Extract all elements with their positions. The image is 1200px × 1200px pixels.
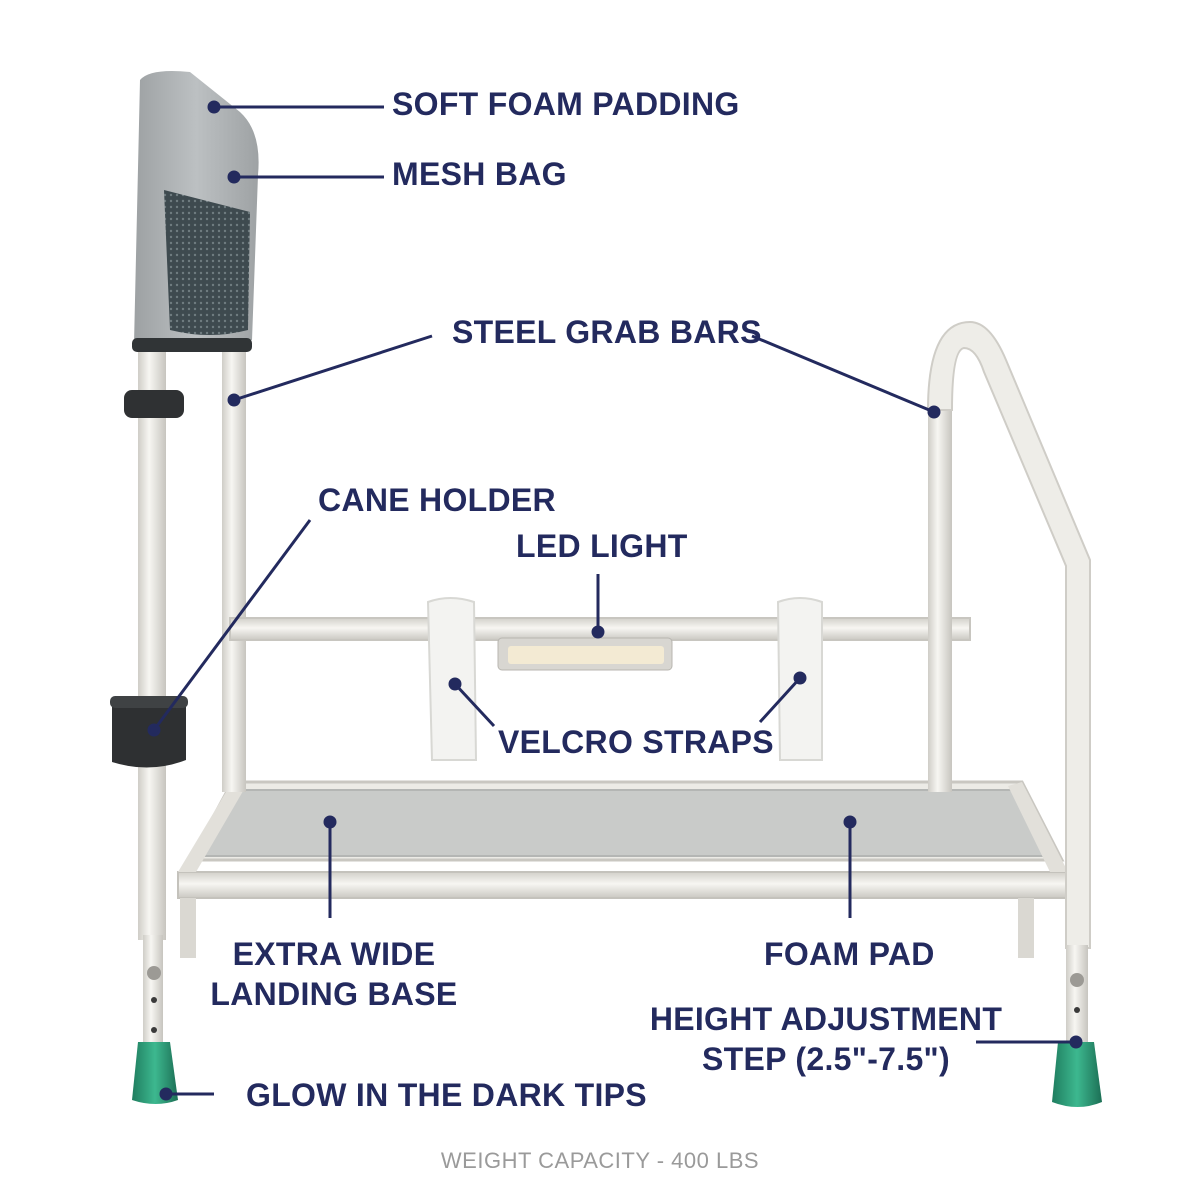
label-extra-wide-landing-base: EXTRA WIDE LANDING BASE: [194, 934, 474, 1014]
dot-velcro-right: [793, 671, 807, 685]
label-soft-foam-padding: SOFT FOAM PADDING: [392, 86, 740, 122]
upper-clip: [124, 390, 184, 418]
left-grab-pole: [222, 330, 246, 792]
dot-velcro-left: [448, 677, 462, 691]
dot-grab-left: [227, 393, 241, 407]
dot-led: [591, 625, 605, 639]
dot-soft-foam: [207, 100, 221, 114]
left-adjust-hole-1: [151, 997, 157, 1003]
right-adjust-bolt: [1070, 973, 1084, 987]
left-adjust-bolt: [147, 966, 161, 980]
label-height-line2: STEP (2.5"-7.5"): [702, 1041, 950, 1077]
leader-cane: [152, 519, 312, 731]
cane-holder-cup: [112, 702, 186, 768]
label-mesh-bag: MESH BAG: [392, 156, 567, 192]
base-left-strut: [178, 782, 246, 872]
weight-capacity-footer: WEIGHT CAPACITY - 400 LBS: [440, 1148, 760, 1173]
label-foam-pad: FOAM PAD: [764, 936, 935, 972]
label-steel-grab-bars: STEEL GRAB BARS: [452, 314, 762, 350]
label-led-light: LED LIGHT: [516, 528, 688, 564]
dot-foam-pad: [843, 815, 857, 829]
dot-grab-right: [927, 405, 941, 419]
label-height-line1: HEIGHT ADJUSTMENT: [649, 1001, 1003, 1037]
dot-height: [1069, 1035, 1083, 1049]
base-front-rail: [177, 871, 1069, 899]
base-rear-left-post: [180, 898, 196, 958]
dot-mesh-bag: [227, 170, 241, 184]
base-rear-right-post: [1018, 898, 1034, 958]
leader-velcro-left: [453, 682, 496, 728]
callout-lines: [147, 100, 1083, 1101]
leader-grab-right: [751, 334, 935, 414]
label-velcro-straps: VELCRO STRAPS: [498, 724, 774, 760]
label-extra-wide-line2: LANDING BASE: [210, 976, 458, 1012]
left-leg-extension: [143, 935, 163, 1045]
dot-extra-wide: [323, 815, 337, 829]
label-glow-in-the-dark-tips: GLOW IN THE DARK TIPS: [246, 1077, 647, 1113]
leader-velcro-right: [758, 676, 802, 724]
bag-bottom-band: [132, 338, 252, 352]
label-cane-holder: CANE HOLDER: [318, 482, 556, 518]
dot-cane: [147, 723, 161, 737]
cane-holder-rim: [110, 696, 188, 708]
bed-step-product: [110, 71, 1102, 1107]
mesh-pocket: [164, 190, 250, 335]
left-outer-pole: [138, 340, 166, 940]
label-extra-wide-line1: EXTRA WIDE: [232, 936, 436, 972]
leader-grab-left: [233, 334, 433, 402]
led-light-panel: [508, 646, 664, 664]
right-leg-extension: [1066, 945, 1088, 1045]
right-glow-tip: [1052, 1042, 1102, 1107]
left-adjust-hole-2: [151, 1027, 157, 1033]
right-grab-pole: [928, 400, 952, 792]
label-height-adjustment: HEIGHT ADJUSTMENT STEP (2.5"-7.5"): [646, 999, 1006, 1079]
base-right-strut: [1008, 782, 1068, 872]
right-adjust-hole: [1074, 1007, 1080, 1013]
right-grab-curve: [926, 320, 1091, 949]
dot-glow: [159, 1087, 173, 1101]
